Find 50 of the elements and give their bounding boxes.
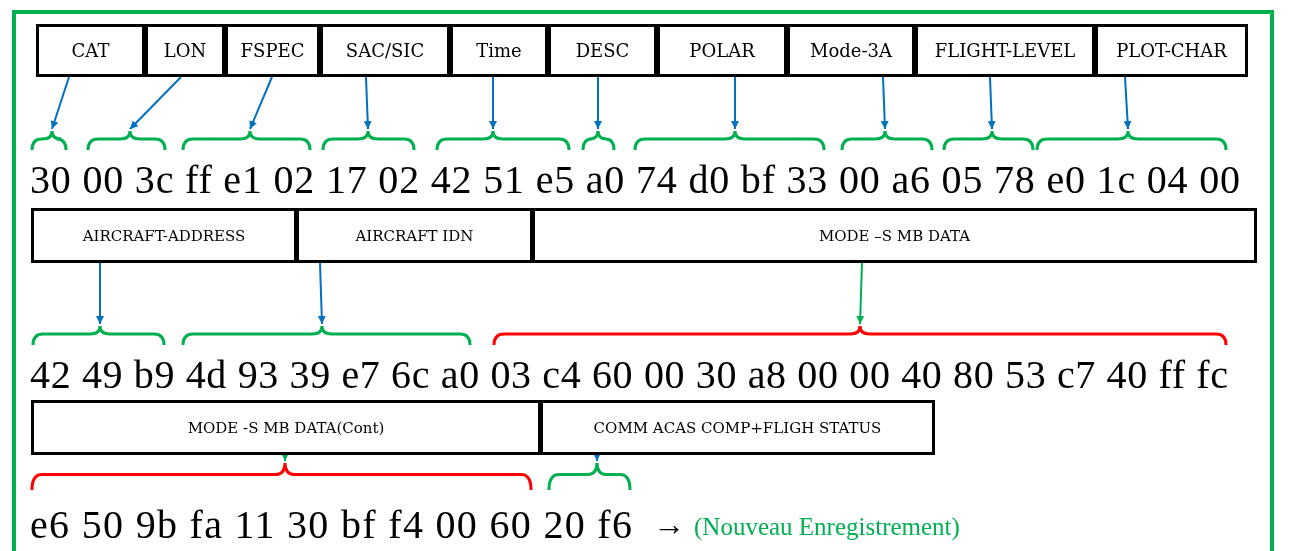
curly-brace [435,130,571,150]
curly-brace [581,130,616,150]
curly-brace [840,130,934,150]
arrow [594,76,602,130]
field-box: COMM ACAS COMP+FLIGH STATUS [540,400,935,455]
curly-brace [633,130,826,150]
arrow [856,262,865,325]
hex-bytes: 30 00 3c ff e1 02 17 02 42 51 e5 a0 74 d0 bf 33 00 a6 05 78 e0 1c 04 00 [30,160,1241,200]
note-text: (Nouveau Enregistrement) [694,514,960,539]
arrow [880,76,889,130]
arrow [363,76,372,130]
arrow [281,453,289,462]
field-box: POLAR [657,24,787,77]
curly-brace [321,130,416,150]
arrow [317,262,326,325]
field-box: DESC [548,24,657,77]
field-box: AIRCRAFT IDN [296,208,533,263]
field-box: FLIGHT-LEVEL [915,24,1095,77]
arrow-text: → [653,508,685,540]
arrow [1123,76,1132,130]
field-box: FSPEC [225,24,320,77]
arrow [731,76,739,130]
arrow [489,76,497,130]
field-box: LON [145,24,225,77]
curly-brace [31,325,166,345]
hex-bytes: e6 50 9b fa 11 30 bf f4 00 60 20 f6 [30,505,634,545]
field-box: AIRCRAFT-ADDRESS [31,208,297,263]
field-box: PLOT-CHAR [1095,24,1248,77]
arrow [96,262,104,325]
field-box: MODE –S MB DATA [532,208,1257,263]
curly-brace [30,130,68,150]
field-box: CAT [36,24,145,77]
field-box: Time [450,24,548,77]
curly-brace [492,325,1228,345]
arrow [593,453,601,462]
curly-brace [86,130,167,150]
curly-brace [181,130,312,150]
curly-brace [30,462,533,490]
curly-brace [547,462,632,490]
arrow [129,76,182,130]
arrow [249,76,273,130]
hex-bytes: 42 49 b9 4d 93 39 e7 6c a0 03 c4 60 00 30 a8 00 00 40 80 53 c7 40 ff fc [30,355,1229,395]
arrow [987,76,996,130]
arrow [50,76,70,130]
field-box: Mode-3A [787,24,915,77]
field-box: MODE -S MB DATA(Cont) [31,400,541,455]
curly-brace [181,325,472,345]
field-box: SAC/SIC [320,24,450,77]
curly-brace [1035,130,1228,150]
curly-brace [942,130,1035,150]
